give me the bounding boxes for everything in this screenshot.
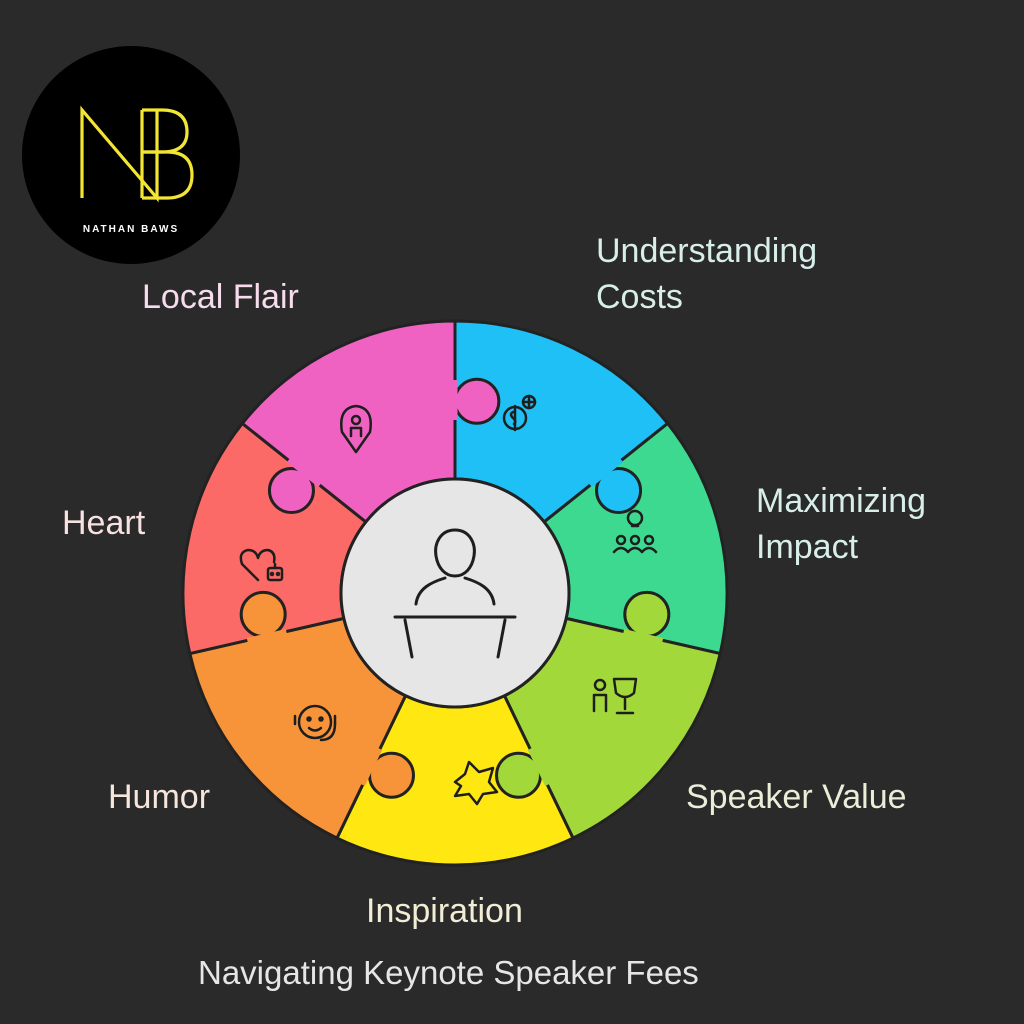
knob-seam xyxy=(623,629,664,643)
location-person-icon xyxy=(340,404,372,454)
dollar-gears-icon xyxy=(502,394,537,432)
label-inspiration: Inspiration xyxy=(366,888,523,934)
puzzle-knob xyxy=(595,467,643,515)
label-line: Maximizing xyxy=(756,482,927,520)
label-humor: Humor xyxy=(108,774,210,820)
label-maximizing-impact: Maximizing Impact xyxy=(756,478,926,570)
label-local-flair: Local Flair xyxy=(142,274,299,320)
label-line: Humor xyxy=(108,778,211,816)
burst-icon xyxy=(453,760,499,806)
puzzle-knob xyxy=(267,467,315,515)
puzzle-knob xyxy=(453,377,501,425)
heart-robot-icon xyxy=(239,548,284,582)
smiling-headset-icon xyxy=(293,704,337,742)
label-understanding-costs: Understanding Costs xyxy=(596,228,817,320)
nb-monogram-icon xyxy=(80,105,194,203)
label-line: Local Flair xyxy=(142,278,299,316)
label-speaker-value: Speaker Value xyxy=(686,774,907,820)
knob-seam xyxy=(246,629,287,643)
label-line: Impact xyxy=(756,528,859,566)
center-hub xyxy=(339,477,571,709)
label-line: Heart xyxy=(62,504,146,542)
label-heart: Heart xyxy=(62,500,145,546)
person-trophy-icon xyxy=(592,677,638,715)
diagram-caption: Navigating Keynote Speaker Fees xyxy=(198,954,699,991)
knob-seam xyxy=(286,458,322,488)
label-line: Inspiration xyxy=(366,892,523,930)
label-line: Speaker Value xyxy=(686,778,907,816)
knob-seam xyxy=(527,747,550,786)
nathan-baws-logo: NATHAN BAWS xyxy=(22,46,240,264)
label-line: Costs xyxy=(596,278,683,316)
logo-wordmark: NATHAN BAWS xyxy=(82,224,180,235)
speaker-podium-icon xyxy=(393,528,517,659)
puzzle-knob xyxy=(623,590,671,638)
label-line: Understanding xyxy=(596,232,818,270)
puzzle-knob xyxy=(239,590,287,638)
knob-seam xyxy=(588,458,624,488)
knob-seam xyxy=(360,747,383,786)
lightbulb-audience-icon xyxy=(612,509,658,554)
